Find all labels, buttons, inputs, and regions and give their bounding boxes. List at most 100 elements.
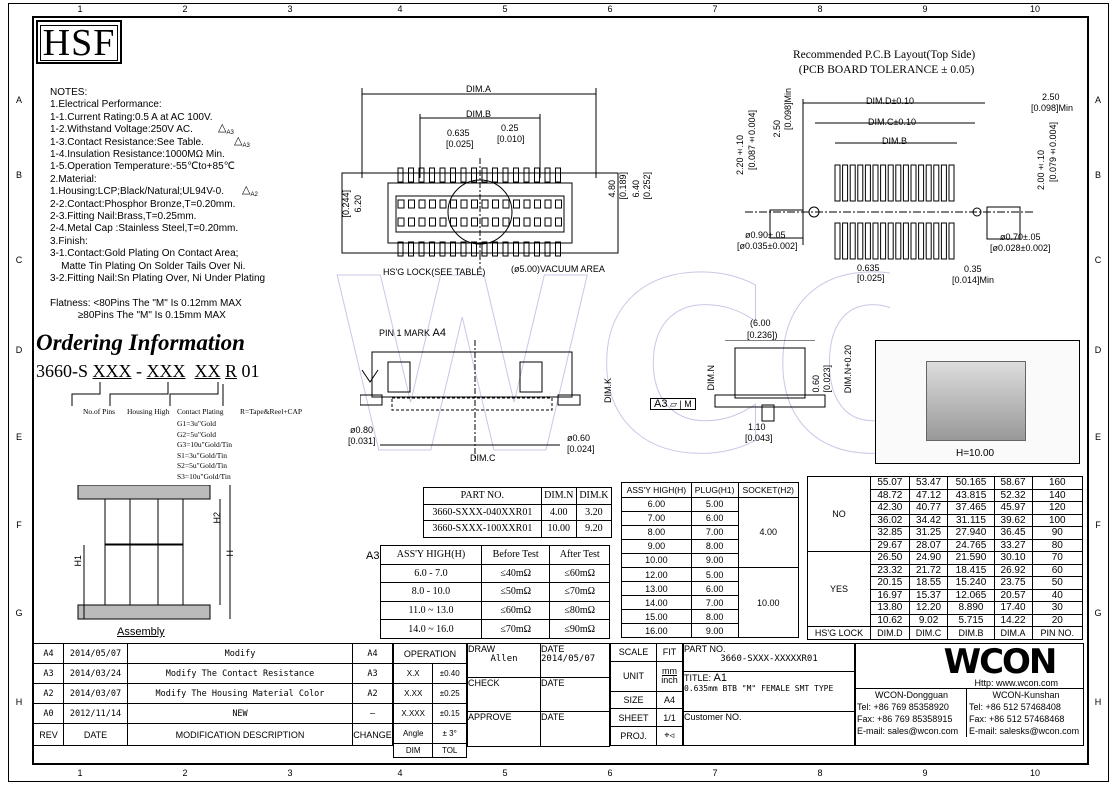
vacuum-area-label: (ø5.00)VACUUM AREA — [511, 264, 605, 274]
table-cell: ≤80mΩ — [549, 600, 610, 621]
customer-no-label: Customer NO. — [683, 711, 855, 746]
table-cell: 39.62 — [993, 513, 1033, 527]
table-cell: Modify The Contact Resistance — [127, 663, 353, 684]
zone-column-label: 3 — [287, 768, 293, 778]
plating-option: S2=5u"Gold/Tin — [177, 461, 227, 470]
table-cell: 26.50 — [870, 551, 910, 565]
ordering-code: 3660-S XXX - XXX XX R 01 — [36, 361, 260, 381]
pcb-dim-c2: 2.50 — [1042, 92, 1060, 102]
table-cell: 18.55 — [908, 576, 949, 590]
table-cell: 30 — [1031, 601, 1084, 615]
table-cell: 32.85 — [870, 526, 910, 540]
pin — [397, 167, 404, 183]
zone-column-label: 6 — [607, 768, 613, 778]
table-header: DIM — [392, 743, 434, 758]
table-cell: 43.815 — [947, 488, 995, 502]
pcb-pad — [872, 222, 879, 260]
zone-column-label: 5 — [502, 768, 508, 778]
pcb-dim-a-inch: [0.087±0.004] — [747, 110, 757, 171]
assembly-h: H — [225, 550, 235, 557]
table-cell: 16.00 — [621, 623, 692, 639]
pcb-pad — [895, 222, 902, 260]
pcb-pad — [918, 222, 925, 260]
table-cell: 6.00 — [690, 510, 739, 526]
table-row: ASS'Y HIGH(H)PLUG(H1)SOCKET(H2) — [621, 482, 800, 498]
part-no-label: PART NO. — [684, 644, 726, 655]
table-cell: A2 — [352, 683, 393, 704]
label-pins: No.of Pins — [83, 407, 116, 416]
table-cell: 30.10 — [993, 551, 1033, 565]
pcb-pad — [948, 222, 955, 260]
pin — [408, 241, 414, 257]
note-line: 3-2.Fitting Nail:Sn Plating Over, Ni Und… — [50, 273, 266, 285]
pcb-pad — [902, 222, 909, 260]
zone-row-label: B — [15, 170, 22, 180]
side-view-drawing — [714, 340, 826, 422]
pcb-hole2-inch: [ø0.028±0.002] — [990, 243, 1051, 253]
table-cell: Angle — [392, 723, 434, 744]
pcb-pad — [925, 164, 932, 202]
table-cell: 7.00 — [621, 510, 692, 526]
table-header: SOCKET(H2) — [737, 482, 800, 498]
date-label: DATE — [540, 677, 610, 712]
pcb-pad — [864, 164, 871, 202]
table-cell: 15.00 — [621, 609, 692, 625]
pcb-pad — [834, 164, 841, 202]
table-header: PIN NO. — [1031, 626, 1084, 640]
title-label: TITLE: — [684, 673, 712, 683]
table-cell: — — [352, 703, 393, 724]
table-cell: 8.0 - 10.0 — [380, 582, 482, 602]
pcb-pad — [895, 164, 902, 202]
pcb-pad — [857, 164, 864, 202]
table-cell: 26.92 — [993, 563, 1033, 577]
table-header: PLUG(H1) — [690, 482, 739, 498]
zone-column-label: 4 — [397, 768, 403, 778]
zone-column-label: 10 — [1029, 4, 1040, 14]
table-cell: 9.00 — [690, 552, 739, 568]
note-line: NOTES: — [50, 87, 88, 98]
table-header: DIM.D — [870, 626, 910, 640]
table-header: ASS'Y HIGH(H) — [380, 545, 482, 565]
table-row: OPERATION — [393, 643, 467, 664]
pitch-label: 0.635 — [447, 128, 470, 138]
assembly-h2: H2 — [212, 512, 222, 524]
table-cell: 11.0 ~ 13.0 — [380, 600, 482, 621]
table-cell: 12.065 — [947, 588, 995, 602]
table-cell: 120 — [1031, 501, 1084, 515]
table-cell: 55.07 — [870, 476, 910, 490]
table-cell: Modify — [127, 643, 353, 664]
hsf-logo: HSF — [36, 20, 122, 64]
table-row: X.XX±0.25 — [392, 683, 467, 704]
part-title: 0.635mm BTB "M" FEMALE SMT TYPE — [684, 684, 834, 693]
table-cell: 9.20 — [575, 520, 613, 538]
label-plating: Contact Plating — [177, 407, 224, 416]
height-inch-label: [0.252] — [642, 172, 652, 200]
table-cell: 37.465 — [947, 501, 995, 515]
table-header: HS'G LOCK — [807, 626, 871, 640]
pcb-hole1-inch: [ø0.035±0.002] — [737, 241, 798, 251]
company-url[interactable]: Http: www.wcon.com — [974, 678, 1058, 688]
draw-label: DRAW — [468, 644, 496, 655]
pcb-pad — [857, 222, 864, 260]
pin — [471, 241, 477, 257]
table-cell: 17.40 — [993, 601, 1033, 615]
pin — [492, 241, 498, 257]
hole-dia-inch-label: [0.031] — [348, 436, 376, 446]
width-label: 0.25 — [501, 123, 519, 133]
table-cell: 53.47 — [908, 476, 949, 490]
table-cell: 36.02 — [870, 513, 910, 527]
table-cell: A4 — [33, 643, 64, 664]
pin — [534, 241, 540, 257]
note-line: 1-2.Withstand Voltage:250V AC. — [50, 124, 193, 136]
table-row: 8.0 - 10.0≤50mΩ≤70mΩ — [380, 582, 610, 602]
table-cell: 7.00 — [690, 524, 739, 540]
table-cell: 27.940 — [947, 526, 995, 540]
pin — [502, 241, 509, 257]
